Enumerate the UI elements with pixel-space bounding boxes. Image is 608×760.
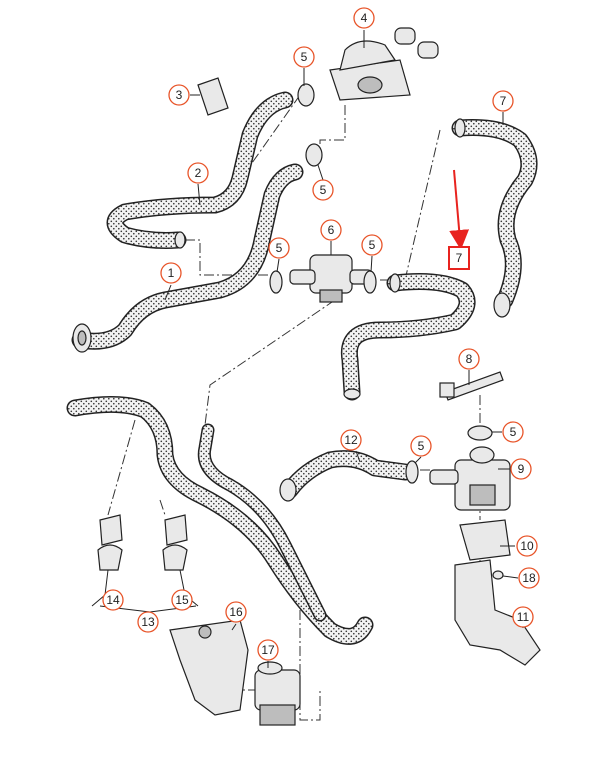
callout-13: 13: [137, 611, 159, 633]
callout-2: 2: [187, 162, 209, 184]
highlight-box: [448, 246, 470, 270]
callout-label: 3: [176, 88, 183, 102]
callouts: 4 5 3 7 2 5 6 5 5 1 8 5 12 5 9 10 18 11 …: [102, 7, 540, 661]
callout-label: 5: [369, 238, 376, 252]
callout-label: 12: [344, 433, 358, 447]
hose-7-highlighted: [340, 273, 476, 401]
callout-label: 5: [418, 439, 425, 453]
callout-label: 15: [175, 593, 189, 607]
part-11-bracket: [454, 559, 541, 666]
callout-label: 17: [261, 643, 275, 657]
callout-label: 16: [229, 605, 243, 619]
callout-label: 5: [301, 50, 308, 64]
callout-label: 9: [518, 462, 525, 476]
part-10-bracket: [459, 519, 511, 561]
callout-label: 5: [276, 241, 283, 255]
highlight-arrow: [449, 169, 470, 250]
callout-17: 17: [257, 639, 279, 661]
callout-10: 10: [516, 535, 538, 557]
callout-16: 16: [225, 601, 247, 623]
callout-12: 12: [340, 429, 362, 451]
callout-label: 2: [195, 166, 202, 180]
callout-label: 1: [168, 266, 175, 280]
callout-label: 14: [106, 593, 120, 607]
highlight-callout-7: 7: [448, 169, 470, 270]
hose-2: [106, 91, 294, 249]
part-15-clip: [162, 514, 188, 571]
part-8-cable-tie: [439, 371, 504, 401]
hose-13: [66, 395, 374, 645]
part-6-valve: [289, 254, 373, 303]
part-16-bracket: [169, 619, 249, 716]
callout-label: 8: [466, 352, 473, 366]
hose-1: [71, 163, 304, 353]
hose-7-top: [451, 118, 538, 318]
callout-7-top: 7: [492, 90, 514, 112]
callout-label: 5: [510, 425, 517, 439]
callout-8: 8: [458, 348, 480, 370]
callout-11: 11: [512, 606, 534, 628]
callout-5: 5: [268, 237, 290, 259]
part-4-bellows: [329, 27, 439, 101]
clamps: [269, 83, 504, 580]
callout-9: 9: [510, 458, 532, 480]
highlight-label: 7: [456, 251, 463, 265]
callout-5: 5: [293, 46, 315, 68]
callout-5: 5: [502, 421, 524, 443]
callout-label: 6: [328, 223, 335, 237]
callout-label: 10: [520, 539, 534, 553]
callout-3: 3: [168, 84, 190, 106]
callout-label: 11: [517, 610, 530, 624]
part-14-clip: [97, 514, 123, 571]
callout-14: 14: [102, 589, 124, 611]
callout-5: 5: [361, 234, 383, 256]
callout-6: 6: [320, 219, 342, 241]
assembly-lines: [107, 94, 481, 721]
callout-1: 1: [160, 262, 182, 284]
callout-5: 5: [312, 179, 334, 201]
part-17-valve: [254, 661, 301, 726]
callout-label: 7: [500, 94, 507, 108]
part-3-flange: [197, 77, 229, 116]
callout-label: 13: [141, 615, 155, 629]
callout-5: 5: [410, 435, 432, 457]
hose-12: [279, 450, 414, 502]
callout-15: 15: [171, 589, 193, 611]
callout-label: 18: [522, 571, 536, 585]
callout-label: 5: [320, 183, 327, 197]
callout-4: 4: [353, 7, 375, 29]
callout-label: 4: [361, 11, 368, 25]
part-9-pump: [429, 446, 511, 511]
callout-18: 18: [518, 567, 540, 589]
